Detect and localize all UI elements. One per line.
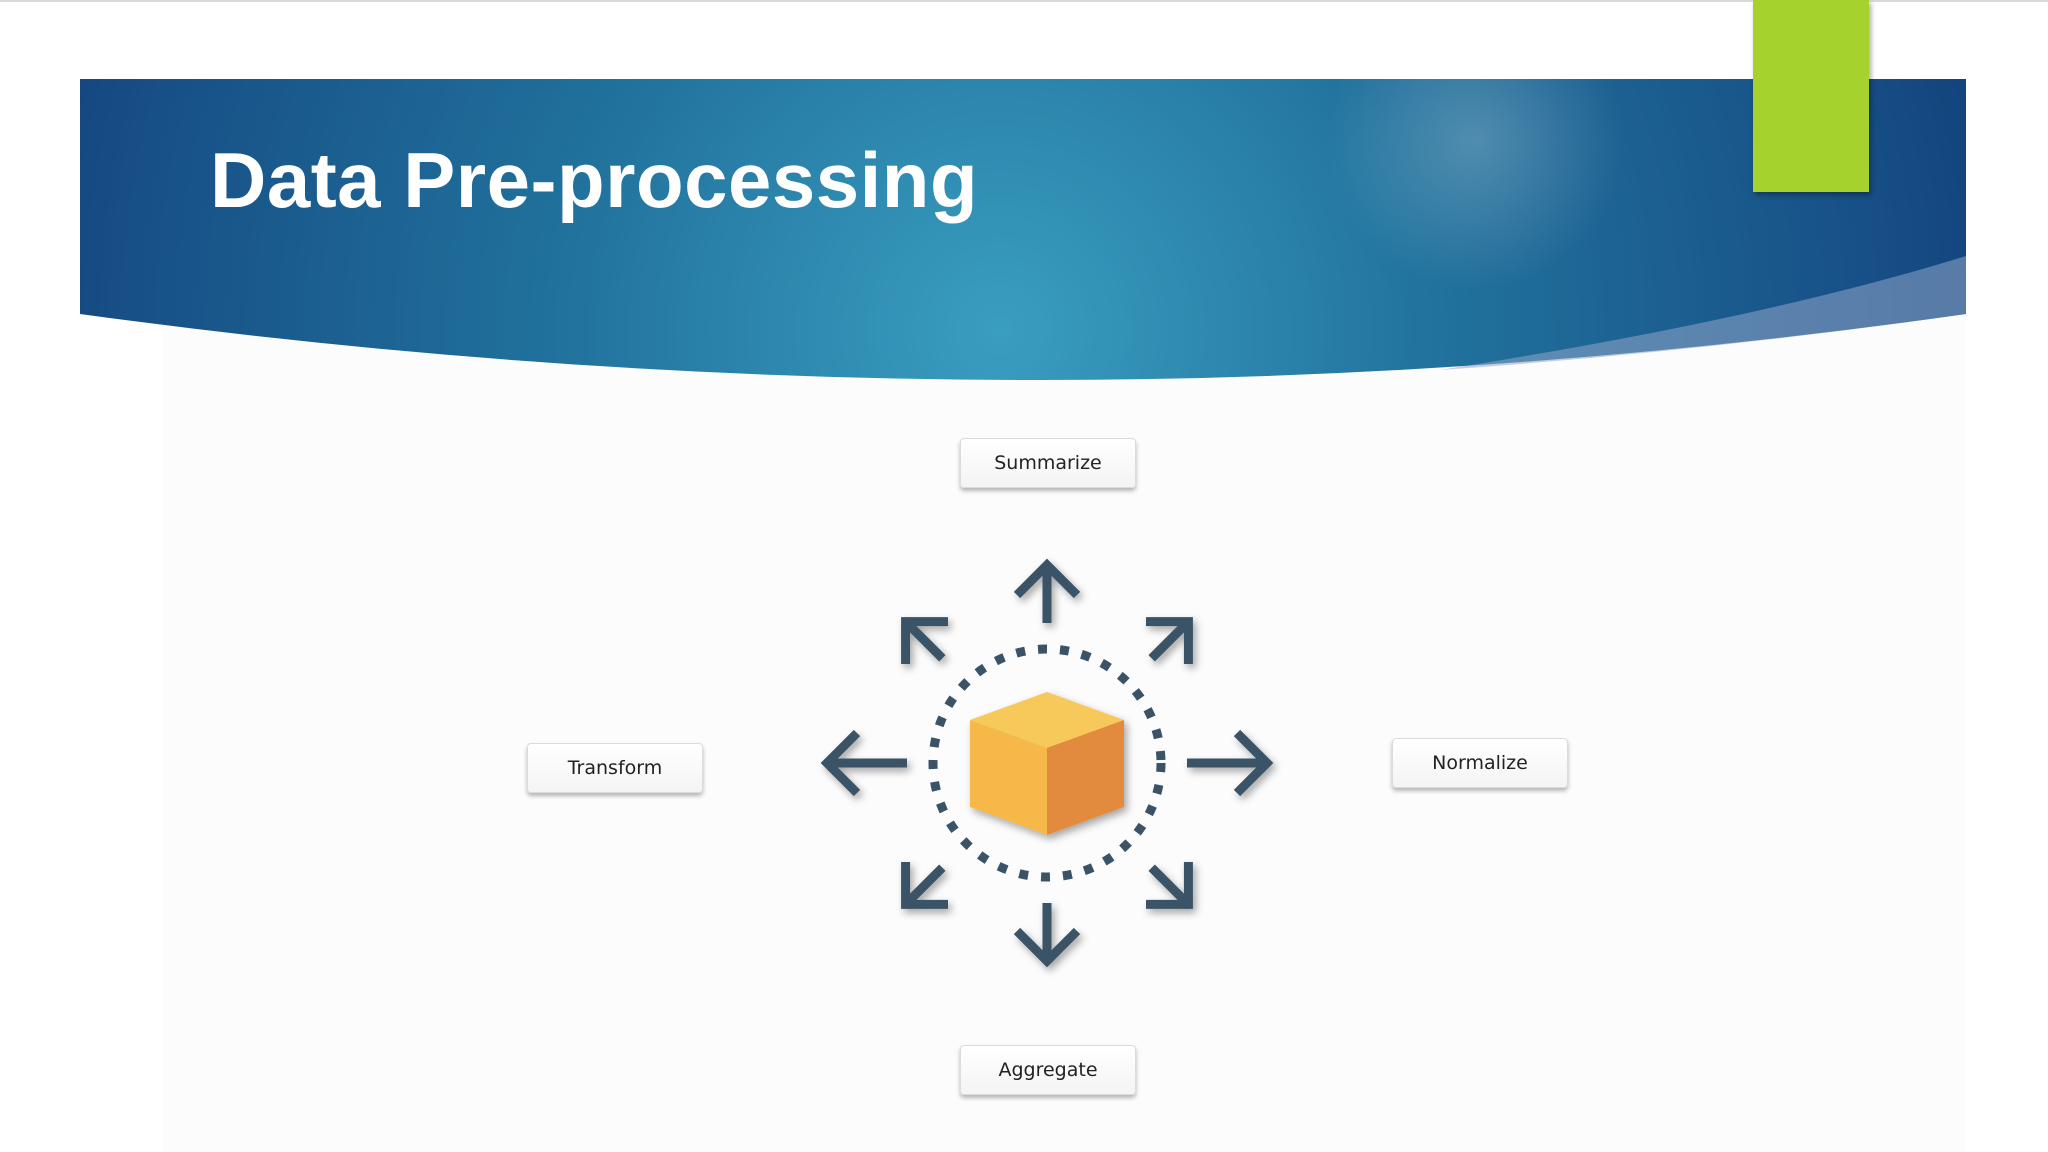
banner-swoosh [1440, 256, 1966, 370]
arrow-left-icon [820, 729, 907, 797]
arrow-up-left-icon [901, 617, 949, 665]
arrow-down-icon [1013, 903, 1081, 968]
accent-bar [1753, 0, 1869, 192]
aggregate-label: Aggregate [960, 1045, 1136, 1095]
arrow-up-icon [1013, 558, 1081, 623]
arrow-right-icon [1187, 729, 1274, 797]
summarize-label: Summarize [960, 438, 1136, 488]
title-banner [80, 79, 1966, 380]
arrow-down-right-icon [1145, 861, 1193, 909]
normalize-label: Normalize [1392, 738, 1568, 788]
slide-title: Data Pre-processing [210, 136, 979, 224]
arrows-group [820, 558, 1274, 968]
cube-icon [970, 692, 1124, 835]
arrow-down-left-icon [901, 861, 949, 909]
top-divider [0, 0, 2048, 2]
arrow-up-right-icon [1145, 617, 1193, 665]
dashed-ring [928, 644, 1166, 882]
transform-label: Transform [527, 743, 703, 793]
